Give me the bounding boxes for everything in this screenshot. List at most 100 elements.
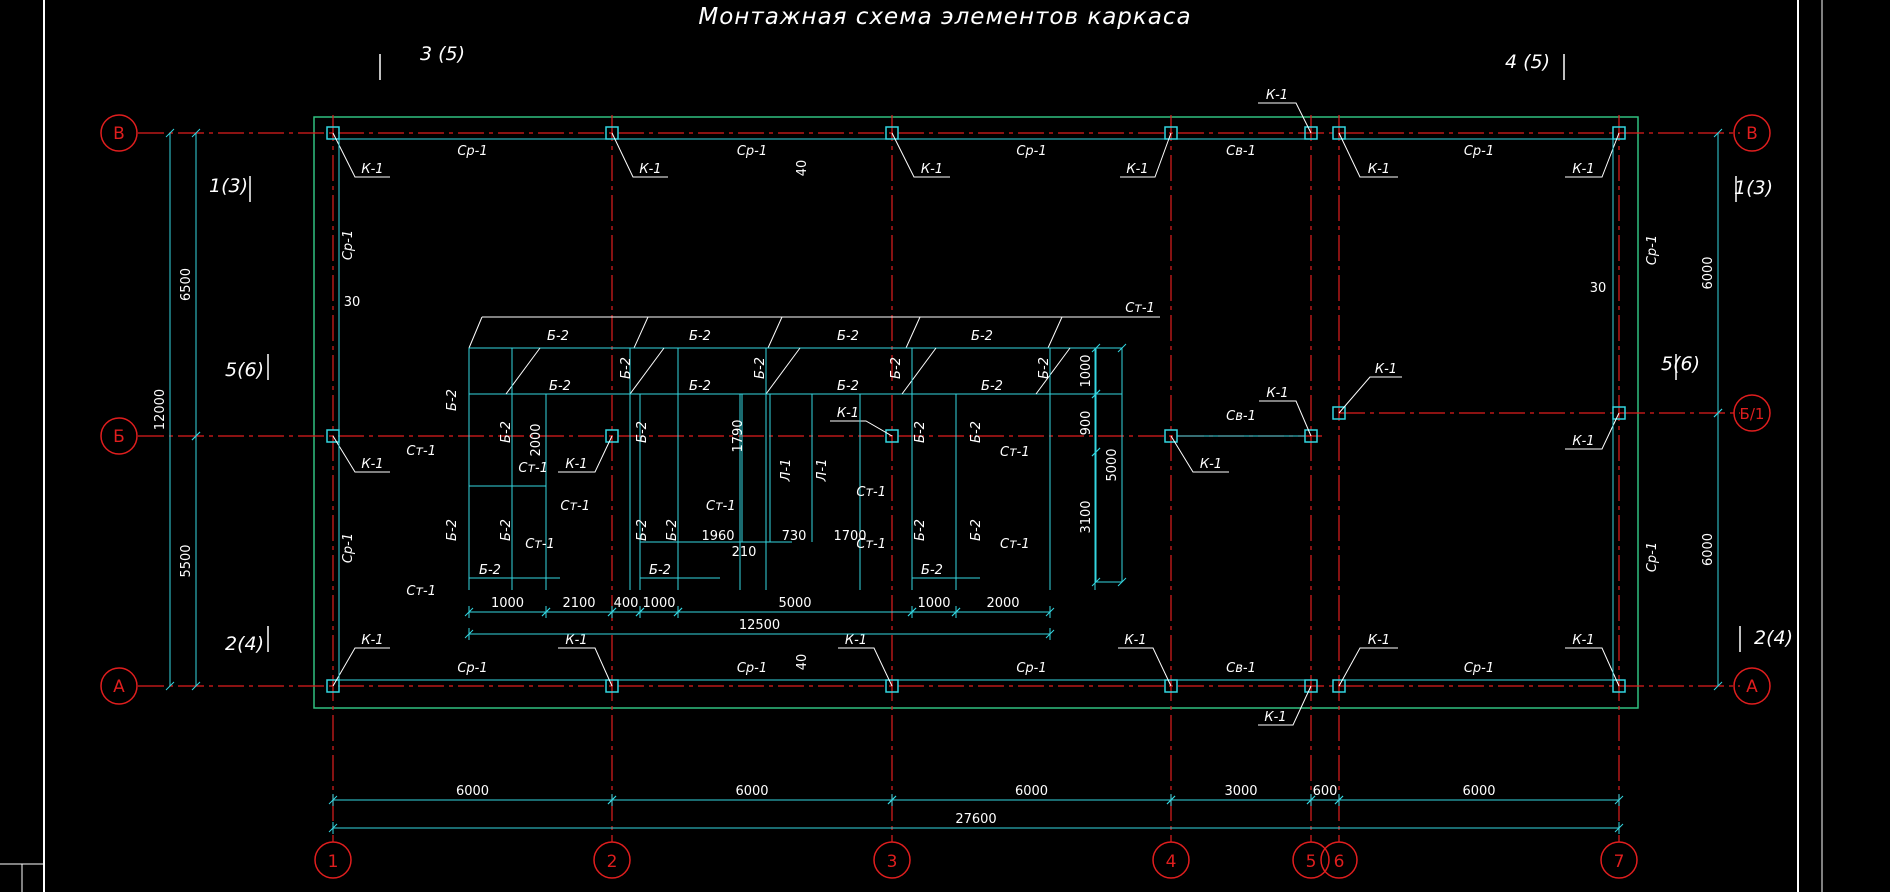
leader-k1	[830, 420, 893, 437]
label-st1: Ст-1	[1000, 445, 1030, 460]
axis-bubble-5	[1292, 841, 1330, 879]
dim-label: 1960	[701, 529, 734, 544]
dim-label: 1790	[731, 419, 746, 452]
dim-tick	[165, 681, 175, 691]
dim-label: 30	[1590, 281, 1607, 296]
dim-label: 730	[782, 529, 807, 544]
label-b2: Б-2	[689, 329, 711, 344]
axis-label-7: 7	[1614, 852, 1625, 872]
section-mark-label: 2(4)	[225, 633, 264, 655]
column-k1	[1612, 126, 1626, 140]
dim-label: 12000	[153, 389, 168, 430]
section-mark-label: 1(3)	[209, 175, 248, 197]
section-mark-label: 5(6)	[225, 359, 264, 381]
dim-tick	[1091, 389, 1101, 399]
dim-label: 210	[732, 545, 757, 560]
label-strut: Ср-1	[1645, 235, 1660, 265]
label-strut: Ср-1	[457, 661, 487, 676]
stand-diag	[1035, 347, 1071, 395]
axis-label-row: Б/1	[1740, 405, 1765, 423]
section-mark-label: 4 (5)	[1505, 51, 1550, 73]
dim-label: 2100	[562, 596, 595, 611]
dim-tick	[1713, 128, 1723, 138]
label-k1: К-1	[1264, 710, 1286, 725]
dim-label: 6500	[179, 268, 194, 301]
dim-label: 400	[614, 596, 639, 611]
label-b2: Б-2	[445, 519, 460, 541]
label-b2: Б-2	[619, 357, 634, 379]
axis-label-row: А	[1746, 677, 1758, 697]
label-k1: К-1	[1124, 633, 1146, 648]
label-strut: Ср-1	[737, 661, 767, 676]
label-strut: Ср-1	[1016, 661, 1046, 676]
stand-diag	[629, 347, 665, 395]
axis-bubble-2	[593, 841, 631, 879]
stand-diag	[505, 347, 541, 395]
axis-bubble-row	[1733, 394, 1771, 432]
axis-label-3: 3	[887, 852, 898, 872]
column-k1	[1612, 679, 1626, 693]
label-k1: К-1	[1572, 633, 1594, 648]
dim-label: 5500	[179, 544, 194, 577]
label-b2: Б-2	[499, 421, 514, 443]
label-b2: Б-2	[981, 379, 1003, 394]
column-k1	[885, 429, 899, 443]
axis-label-1: 1	[328, 852, 339, 872]
column-k1	[605, 126, 619, 140]
leader-k1	[558, 435, 613, 473]
label-st1: Ст-1	[1125, 301, 1155, 316]
label-k1: К-1	[1375, 362, 1397, 377]
dim-label: 5000	[1105, 448, 1120, 481]
leader-k1	[1170, 435, 1229, 473]
axis-bubble-row	[100, 114, 138, 152]
label-k1: К-1	[1572, 162, 1594, 177]
dim-label: 30	[344, 295, 361, 310]
dim-label: 6000	[456, 784, 489, 799]
dim-tick	[1091, 343, 1101, 353]
label-k1: К-1	[565, 633, 587, 648]
label-strut: Ср-1	[341, 230, 356, 260]
column-k1	[1304, 679, 1318, 693]
section-mark-label: 3 (5)	[420, 43, 465, 65]
label-k1: К-1	[1266, 386, 1288, 401]
dim-label: 6000	[1701, 256, 1716, 289]
stand-diag	[1047, 316, 1063, 349]
label-b2: Б-2	[649, 563, 671, 578]
label-strut: Ср-1	[1016, 144, 1046, 159]
label-b2: Б-2	[753, 357, 768, 379]
leader-k1	[1258, 685, 1312, 726]
leader-k1	[332, 132, 390, 178]
label-st1: Ст-1	[1000, 537, 1030, 552]
dim-tick	[1117, 343, 1127, 353]
stand-diag	[901, 347, 937, 395]
dim-label: 2000	[529, 423, 544, 456]
leader-k1	[332, 435, 390, 473]
label-st1: Ст-1	[856, 485, 886, 500]
dim-label: 600	[1313, 784, 1338, 799]
label-strut: Ср-1	[341, 533, 356, 563]
column-k1	[326, 126, 340, 140]
label-b2: Б-2	[547, 329, 569, 344]
dim-tick	[1117, 577, 1127, 587]
dim-label: 6000	[1701, 533, 1716, 566]
dim-label: 1000	[917, 596, 950, 611]
dim-label: 40	[795, 654, 810, 671]
leader-k1	[611, 132, 668, 178]
label-k1: К-1	[1126, 162, 1148, 177]
section-mark-label: 1(3)	[1734, 177, 1773, 199]
axis-bubble-6	[1320, 841, 1358, 879]
label-k1: К-1	[1572, 434, 1594, 449]
axis-label-row: В	[113, 124, 125, 144]
label-strut: Св-1	[1226, 144, 1256, 159]
stand-diag	[767, 316, 783, 349]
label-b2: Б-2	[971, 329, 993, 344]
label-k1: К-1	[845, 633, 867, 648]
column-k1	[1164, 126, 1178, 140]
dim-label: 6000	[1015, 784, 1048, 799]
label-l1: Л-1	[815, 459, 830, 483]
section-mark-label: 5(6)	[1661, 353, 1700, 375]
stand-diag	[468, 316, 483, 349]
column-k1	[1304, 126, 1318, 140]
axis-bubble-3	[873, 841, 911, 879]
label-strut: Ср-1	[737, 144, 767, 159]
